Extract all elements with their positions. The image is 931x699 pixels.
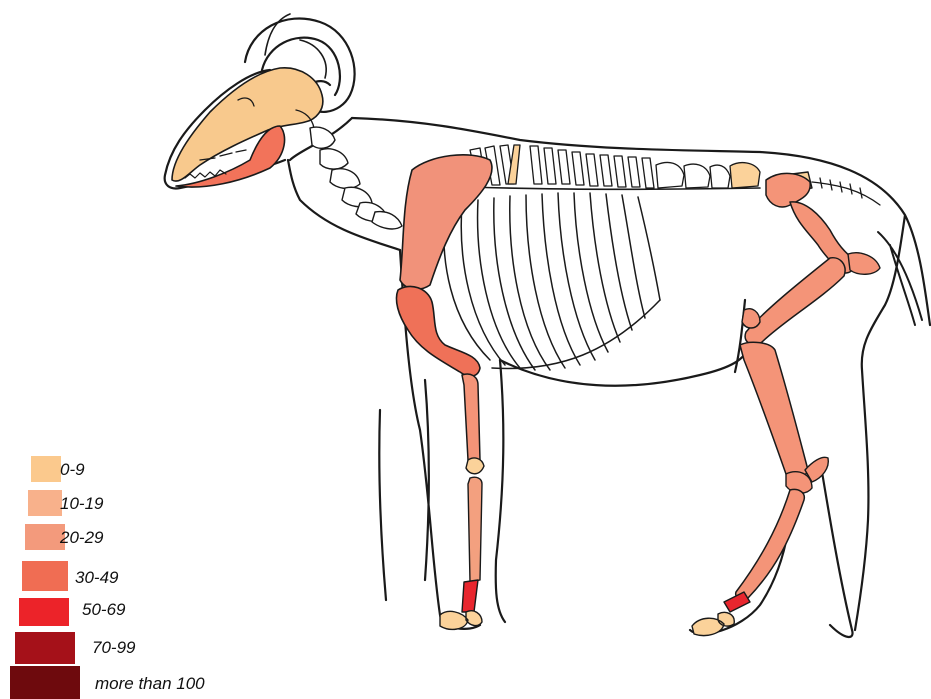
tail-vertebrae	[812, 178, 880, 205]
legend-swatch-more-than-100	[10, 666, 80, 699]
hind-metatarsal	[740, 342, 808, 479]
legend-label-20-29: 20-29	[60, 528, 103, 548]
cervical-vertebrae	[310, 127, 402, 229]
legend-swatch-10-19	[28, 490, 62, 516]
legend-swatch-30-49	[22, 561, 68, 591]
hind-metatarsal-red	[724, 592, 750, 612]
legend-label-10-19: 10-19	[60, 494, 103, 514]
hind-cannon	[736, 489, 805, 599]
legend-swatch-50-69	[19, 598, 69, 626]
legend	[10, 456, 80, 699]
tibia	[745, 258, 845, 345]
legend-swatch-20-29	[25, 524, 65, 550]
legend-label-30-49: 30-49	[75, 568, 118, 588]
legend-label-70-99: 70-99	[92, 638, 135, 658]
ribcage	[444, 193, 660, 370]
legend-label-more-than-100: more than 100	[95, 674, 205, 694]
thoracic-vertebrae	[470, 145, 654, 188]
radius-joint	[466, 458, 484, 474]
lumbar-vertebrae	[656, 162, 730, 188]
pelvis	[766, 173, 810, 207]
patella	[848, 253, 880, 275]
tarsal	[742, 309, 760, 328]
legend-swatch-0-9	[31, 456, 61, 482]
lumbar-highlight	[730, 163, 760, 188]
femur	[790, 202, 854, 273]
legend-label-0-9: 0-9	[60, 460, 85, 480]
radius	[462, 374, 480, 464]
legend-label-50-69: 50-69	[82, 600, 125, 620]
legend-swatch-70-99	[15, 632, 75, 664]
metacarpal-red	[462, 580, 478, 612]
metacarpal	[468, 477, 482, 582]
hind-hoof	[692, 612, 734, 635]
